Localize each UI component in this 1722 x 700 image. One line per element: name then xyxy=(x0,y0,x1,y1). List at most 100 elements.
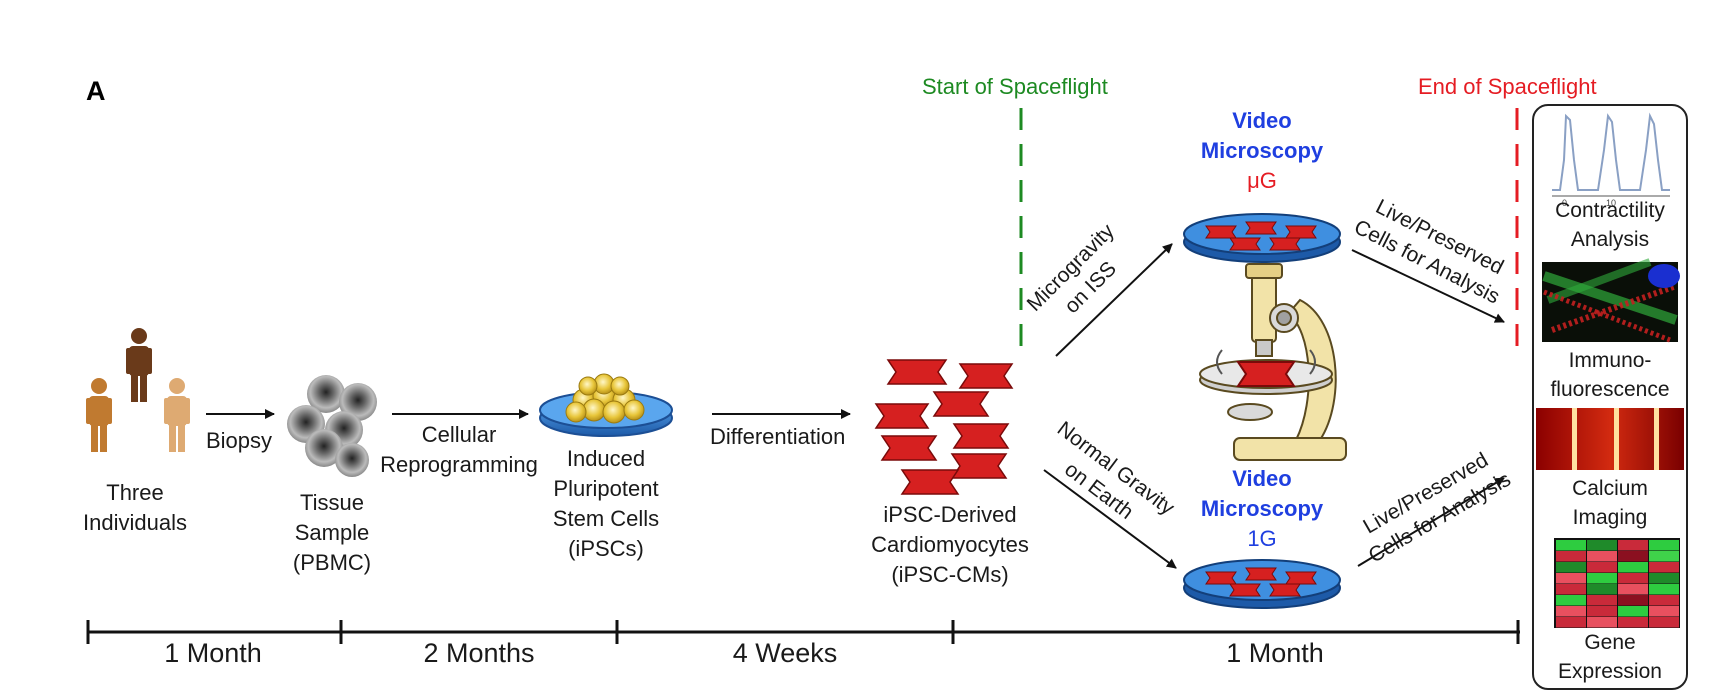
heatmap-cell xyxy=(1618,573,1648,584)
contractility-trace-image xyxy=(1550,108,1672,200)
heatmap-cell xyxy=(1587,584,1617,595)
individuals-label: Three Individuals xyxy=(70,478,200,538)
heatmap-cell xyxy=(1618,595,1648,606)
differentiation-label: Differentiation xyxy=(710,424,846,449)
microscope-icon xyxy=(1199,263,1347,461)
vm-bottom-line-2: Microscopy xyxy=(1200,496,1324,521)
heatmap-cell xyxy=(1556,595,1586,606)
ipsc-label-line-1: Induced xyxy=(566,446,646,471)
ipsc-label-line-3: Stem Cells xyxy=(552,506,660,531)
heatmap-cell xyxy=(1649,562,1679,573)
heatmap-cell xyxy=(1587,617,1617,628)
heatmap-cell xyxy=(1556,606,1586,617)
vm-top-line-2: Microscopy xyxy=(1200,138,1324,163)
heatmap-cell xyxy=(1587,573,1617,584)
contractility-label: Contractility Analysis xyxy=(1532,196,1688,254)
ipsc-dish-icon xyxy=(539,373,673,437)
heatmap-cell xyxy=(1587,540,1617,551)
calcium-label-line-2: Imaging xyxy=(1572,506,1648,529)
contractility-label-line-1: Contractility xyxy=(1555,199,1665,222)
gene-label-line-1: Gene xyxy=(1584,631,1636,654)
contractility-tick-0: 0 xyxy=(1562,198,1568,208)
timeline-segment-1: 1 Month xyxy=(164,638,262,668)
reprogramming-label: Cellular Reprogramming xyxy=(374,420,544,480)
microgravity-arrow xyxy=(1055,243,1173,357)
heatmap-cell xyxy=(1618,606,1648,617)
heatmap-cell xyxy=(1618,562,1648,573)
gene-expression-label: Gene Expression xyxy=(1532,628,1688,686)
gene-label-line-2: Expression xyxy=(1558,660,1662,683)
immuno-label-line-2: fluorescence xyxy=(1550,378,1670,401)
person-icon-center xyxy=(126,328,152,402)
heatmap-cell xyxy=(1587,551,1617,562)
heatmap-cell xyxy=(1649,595,1679,606)
dish-normal-gravity-icon xyxy=(1183,559,1341,609)
cm-label-line-2: Cardiomyocytes xyxy=(871,532,1029,557)
individuals-label-line-2: Individuals xyxy=(83,510,187,535)
normal-gravity-arrow xyxy=(1043,469,1177,569)
heatmap-cell xyxy=(1587,562,1617,573)
heatmap-cell xyxy=(1556,562,1586,573)
timeline-segment-2: 2 Months xyxy=(423,638,535,668)
vm-top-line-1: Video xyxy=(1232,108,1292,133)
heatmap-cell xyxy=(1649,573,1679,584)
ipsc-label-line-4: (iPSCs) xyxy=(568,536,644,561)
dish-microgravity-icon xyxy=(1183,213,1341,263)
start-of-spaceflight-label: Start of Spaceflight xyxy=(922,74,1108,99)
end-of-spaceflight-label: End of Spaceflight xyxy=(1418,74,1597,99)
heatmap-cell xyxy=(1618,584,1648,595)
person-icon-left xyxy=(86,378,112,452)
biopsy-label: Biopsy xyxy=(206,428,273,453)
tissue-cells-icon xyxy=(287,375,377,477)
immunofluorescence-label: Immuno- fluorescence xyxy=(1532,346,1688,404)
ipsc-label-line-2: Pluripotent xyxy=(553,476,659,501)
immunofluorescence-image xyxy=(1542,258,1680,343)
reprogramming-label-line-1: Cellular xyxy=(421,422,497,447)
analysis-panel xyxy=(1532,104,1688,690)
calcium-imaging-label: Calcium Imaging xyxy=(1532,474,1688,532)
panel-letter: A xyxy=(86,76,106,106)
calcium-imaging-image xyxy=(1536,408,1684,470)
cm-label-line-3: (iPSC-CMs) xyxy=(891,562,1009,587)
microgravity-condition-label: μG xyxy=(1247,168,1277,193)
heatmap-cell xyxy=(1587,595,1617,606)
heatmap-cell xyxy=(1618,617,1648,628)
cardiomyocytes-icon xyxy=(874,359,1014,495)
video-microscopy-top-title: Video Microscopy xyxy=(1184,106,1340,166)
tissue-label-line-1: Tissue xyxy=(300,490,364,515)
tissue-label-line-3: (PBMC) xyxy=(292,550,372,575)
heatmap-cell xyxy=(1556,540,1586,551)
heatmap-cell xyxy=(1649,540,1679,551)
heatmap-cell xyxy=(1618,540,1648,551)
analysis-arrow-top xyxy=(1351,249,1505,323)
cm-label-line-1: iPSC-Derived xyxy=(883,502,1017,527)
tissue-label-line-2: Sample xyxy=(294,520,370,545)
heatmap-cell xyxy=(1556,551,1586,562)
timeline-segment-4: 1 Month xyxy=(1226,638,1324,668)
heatmap-cell xyxy=(1649,606,1679,617)
cardiomyocytes-label: iPSC-Derived Cardiomyocytes (iPSC-CMs) xyxy=(860,500,1040,590)
heatmap-cell xyxy=(1556,584,1586,595)
timeline-segment-3: 4 Weeks xyxy=(732,638,838,668)
calcium-label-line-1: Calcium xyxy=(1572,477,1648,500)
normal-gravity-condition-label: 1G xyxy=(1247,526,1277,551)
heatmap-cell xyxy=(1649,551,1679,562)
heatmap-cell xyxy=(1649,584,1679,595)
heatmap-cell xyxy=(1587,606,1617,617)
video-microscopy-bottom-title: Video Microscopy xyxy=(1184,464,1340,524)
heatmap-cell xyxy=(1649,617,1679,628)
timeline-axis xyxy=(86,620,1520,644)
immuno-label-line-1: Immuno- xyxy=(1568,349,1652,372)
tissue-sample-label: Tissue Sample (PBMC) xyxy=(272,488,392,578)
person-icon-right xyxy=(164,378,190,452)
gene-expression-heatmap xyxy=(1554,538,1680,628)
reprogramming-label-line-2: Reprogramming xyxy=(380,452,538,477)
ipsc-label: Induced Pluripotent Stem Cells (iPSCs) xyxy=(536,444,676,564)
vm-bottom-line-1: Video xyxy=(1232,466,1292,491)
heatmap-cell xyxy=(1556,617,1586,628)
individuals-label-line-1: Three xyxy=(106,480,164,505)
heatmap-cell xyxy=(1618,551,1648,562)
contractility-tick-10: 10 xyxy=(1606,198,1617,208)
